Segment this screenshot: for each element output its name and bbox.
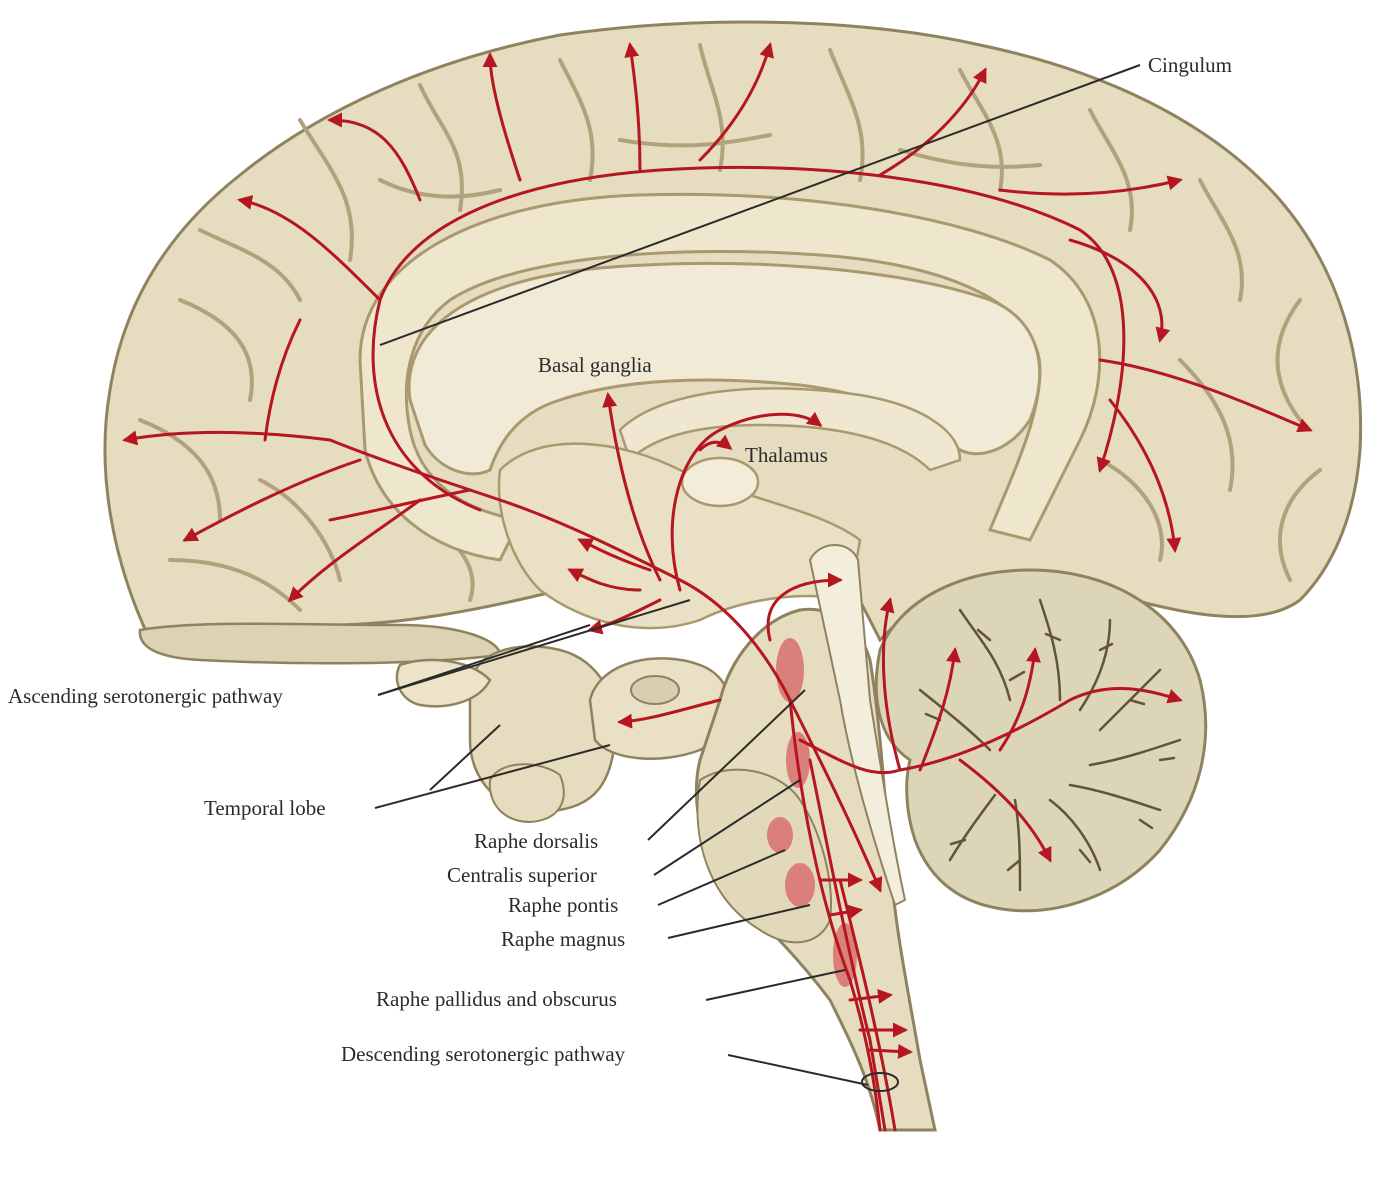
- ascending-trunk: [328, 438, 792, 702]
- temporal-lobe-region: [395, 645, 732, 824]
- corpus-callosum: [407, 261, 1042, 476]
- cerebral-hemisphere: [103, 20, 1363, 665]
- leader-lines: [374, 64, 1141, 1086]
- descending-pathway: [788, 698, 882, 1132]
- fornix: [618, 387, 962, 472]
- nucleus-raphe-dorsalis: [776, 638, 804, 702]
- label-raphe-pallidus: Raphe pallidus and obscurus: [376, 987, 617, 1011]
- uncus: [488, 763, 565, 824]
- label-temporal-lobe: Temporal lobe: [204, 796, 326, 820]
- nucleus-raphe-pontis: [767, 817, 793, 853]
- label-ascending-pathway: Ascending serotonergic pathway: [8, 684, 283, 708]
- labels: Cingulum Basal ganglia Thalamus Ascendin…: [8, 53, 1232, 1066]
- nucleus-raphe-magnus: [785, 863, 815, 907]
- mammillary-body: [630, 675, 680, 705]
- label-thalamus: Thalamus: [745, 443, 828, 467]
- cerebellar-pathway: [798, 687, 1183, 775]
- thalamus-mass: [680, 456, 760, 508]
- temporal-base: [138, 622, 502, 665]
- cerebellum: [874, 568, 1208, 913]
- descending-pathway-marker: [861, 1072, 899, 1092]
- label-cingulum: Cingulum: [1148, 53, 1232, 77]
- label-raphe-pontis: Raphe pontis: [508, 893, 618, 917]
- aqueduct-fourth-ventricle: [808, 544, 907, 907]
- hypothalamus-pituitary: [395, 658, 492, 708]
- label-descending-pathway: Descending serotonergic pathway: [341, 1042, 626, 1066]
- cingulum-pathway: [371, 166, 1126, 512]
- label-centralis-superior: Centralis superior: [447, 863, 597, 887]
- label-basal-ganglia: Basal ganglia: [538, 353, 652, 377]
- cerebellum-outline: [874, 568, 1208, 913]
- label-raphe-dorsalis: Raphe dorsalis: [474, 829, 598, 853]
- raphe-nuclei: [767, 638, 857, 987]
- label-raphe-magnus: Raphe magnus: [501, 927, 625, 951]
- diencephalon: [497, 442, 862, 630]
- serotonergic-pathways: [122, 42, 1313, 1132]
